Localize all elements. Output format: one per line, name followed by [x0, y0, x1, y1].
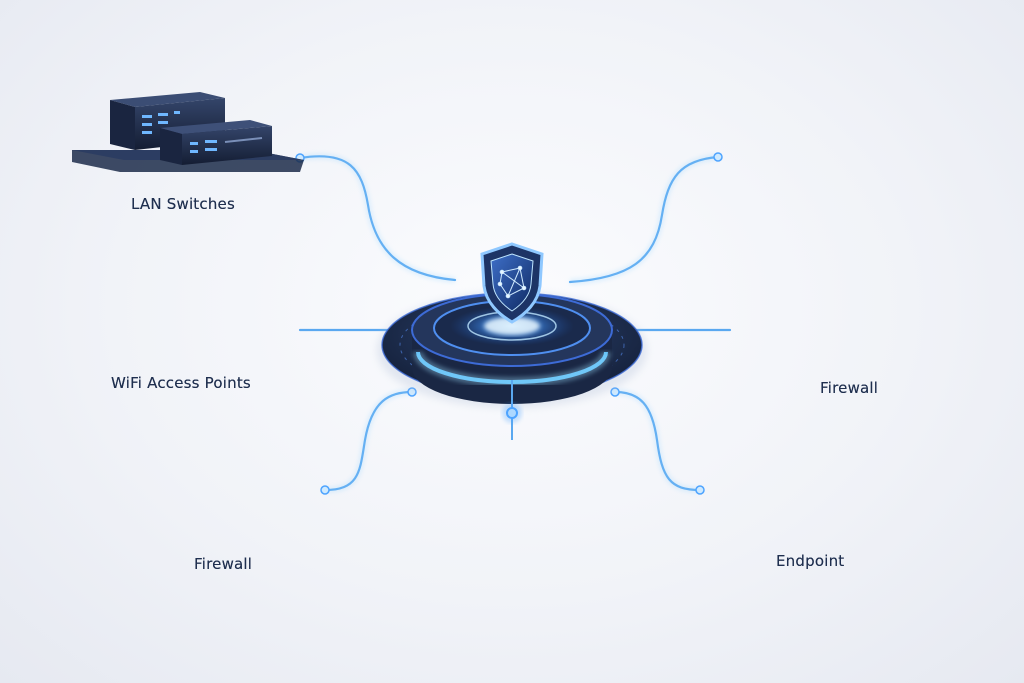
- shield-icon: [480, 242, 544, 324]
- label-lan-switches: LAN Switches: [131, 195, 235, 213]
- label-wifi-access-points: WiFi Access Points: [111, 374, 251, 392]
- label-wifi-access-points: WiFi Access Points: [111, 374, 251, 392]
- network-switch-icon: [110, 92, 272, 165]
- label-firewall-left: Firewall: [194, 555, 253, 573]
- node-lan-switches: [72, 92, 304, 172]
- label-endpoint: Endpoint: [776, 552, 845, 570]
- label-endpoint: Endpoint: [776, 552, 845, 570]
- connector-glow: [299, 153, 719, 493]
- connector-firewall-left: [323, 390, 414, 492]
- label-firewall-right: Firewall: [820, 379, 879, 397]
- connector-cloud: [568, 155, 720, 284]
- central-hub: [377, 292, 647, 440]
- label-firewall-left: Firewall: [194, 555, 253, 573]
- label-firewall-right: Firewall: [820, 379, 879, 397]
- label-lan-switches: LAN Switches: [131, 195, 235, 213]
- connector-lan-switches: [298, 155, 457, 282]
